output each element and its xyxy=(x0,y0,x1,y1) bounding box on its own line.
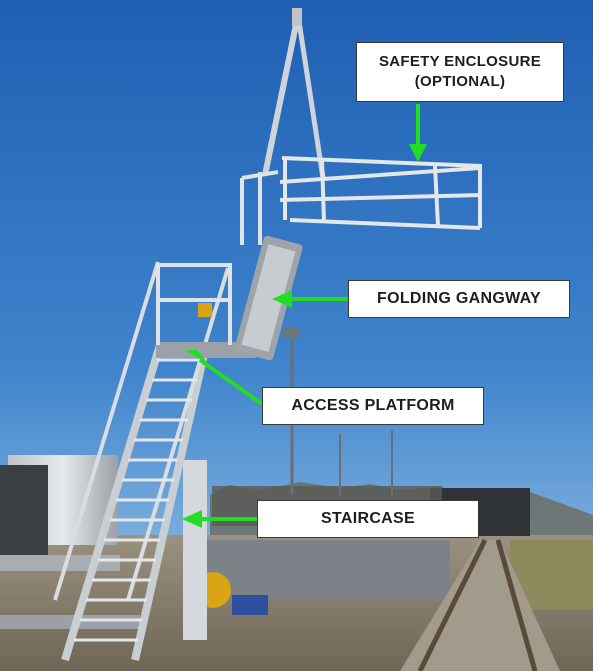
mast-arm-1 xyxy=(262,14,301,176)
folding-gangway-label: FOLDING GANGWAY xyxy=(348,280,570,318)
dark-building xyxy=(0,465,48,555)
folding-gangway-body xyxy=(234,235,303,361)
rail-left xyxy=(417,538,488,671)
stair-treads xyxy=(74,358,201,642)
access-platform-text: ACCESS PLATFORM xyxy=(291,397,455,415)
arrow-access-platform xyxy=(185,350,264,406)
stair-stringer-left xyxy=(61,343,164,662)
access-platform-label: ACCESS PLATFORM xyxy=(262,387,484,425)
stair-stringer-right xyxy=(131,349,209,661)
pipe-horizontal-2 xyxy=(0,615,140,629)
staircase-label: STAIRCASE xyxy=(257,500,479,538)
mast-arm-2 xyxy=(295,14,326,179)
stair-handrail-right xyxy=(126,267,230,601)
safety-enclosure-title: SAFETY ENCLOSURE xyxy=(378,52,542,70)
access-platform xyxy=(156,342,256,358)
safety-enclosure-cage xyxy=(279,156,483,230)
mast-top xyxy=(292,8,302,26)
platform-railing xyxy=(156,263,232,345)
folding-gangway-text: FOLDING GANGWAY xyxy=(377,290,541,308)
rail-right xyxy=(495,539,538,671)
light-fixture xyxy=(284,328,300,338)
arrow-folding-gangway xyxy=(272,290,348,308)
blue-valve xyxy=(232,595,268,615)
staircase-text: STAIRCASE xyxy=(321,510,415,528)
safety-enclosure-note: (OPTIONAL) xyxy=(414,73,506,90)
support-column xyxy=(183,460,207,640)
upper-railing xyxy=(240,170,279,245)
arrow-staircase xyxy=(182,510,257,528)
stair-handrail-left xyxy=(53,261,160,601)
pipe-horizontal xyxy=(0,555,120,571)
safety-enclosure-label: SAFETY ENCLOSURE (OPTIONAL) xyxy=(356,42,564,102)
yellow-box xyxy=(198,303,212,317)
pipe-rack xyxy=(200,540,450,600)
rail-bed xyxy=(400,540,560,671)
arrow-safety-enclosure xyxy=(409,104,427,162)
